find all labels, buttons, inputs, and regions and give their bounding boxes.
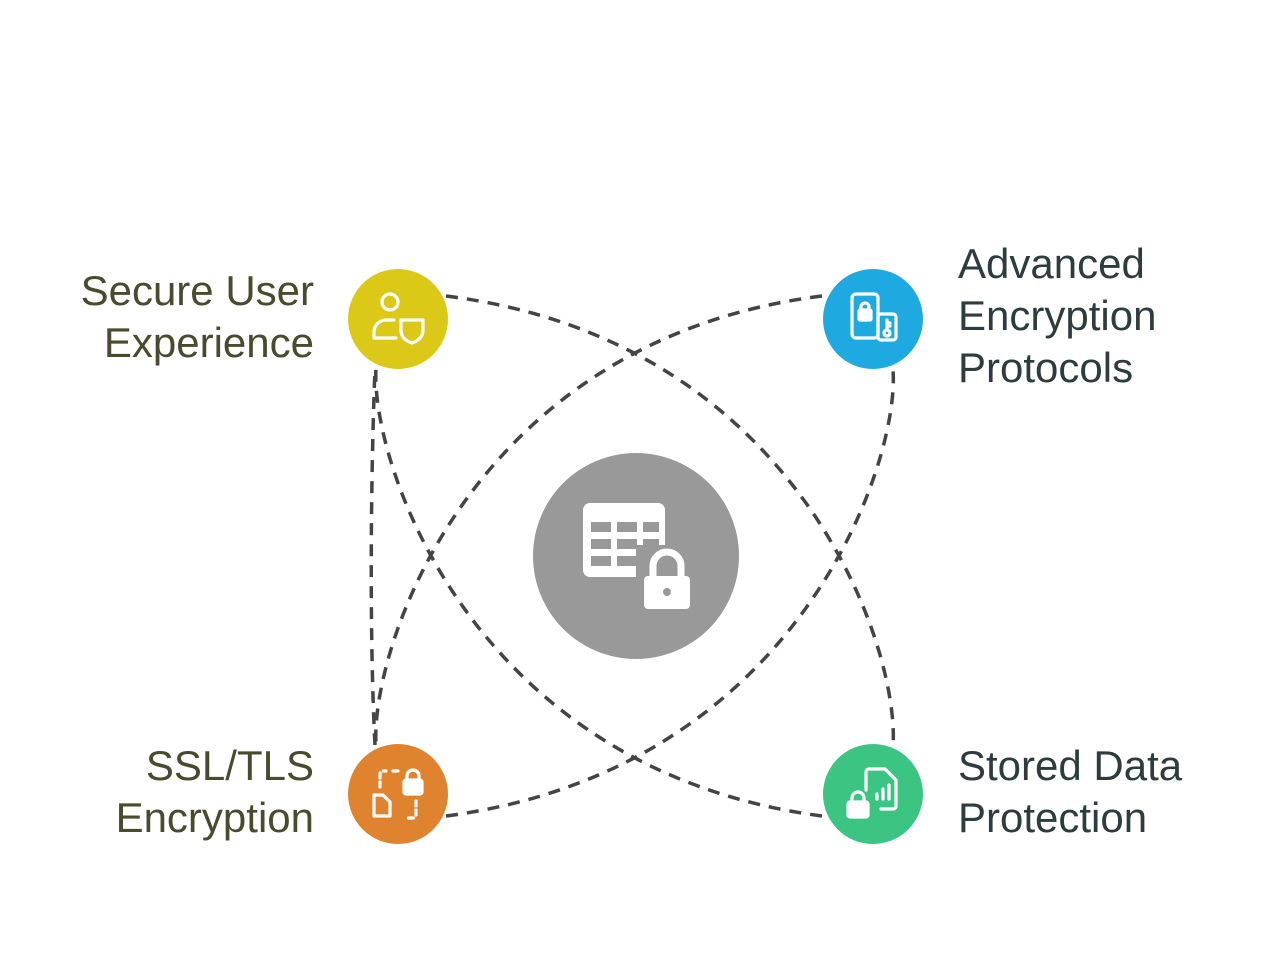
node-secure-user	[348, 269, 448, 369]
advanced-encryption-label-line-2: Encryption	[958, 292, 1157, 339]
advanced-encryption-label-line-3: Protocols	[958, 344, 1134, 391]
connector-secure-to-stored	[445, 294, 896, 747]
stored-data-label-line-1: Stored Data	[958, 742, 1183, 789]
secure-user-circle	[348, 269, 448, 369]
phone-lock-key-icon	[850, 292, 898, 342]
center-node	[533, 453, 739, 659]
connector-ssl-to-advanced	[445, 369, 896, 818]
advanced-encryption-label-line-1: Advanced	[958, 240, 1145, 287]
stored-data-label: Stored Data Protection	[958, 740, 1182, 844]
user-shield-icon	[372, 292, 425, 345]
table-lock-icon	[583, 503, 694, 617]
advanced-encryption-circle	[823, 269, 923, 369]
node-ssl-tls	[348, 744, 448, 844]
ssl-tls-label: SSL/TLS Encryption	[116, 740, 314, 844]
node-advanced-encryption	[823, 269, 923, 369]
ssl-tls-label-line-1: SSL/TLS	[145, 742, 314, 789]
connector-stored-to-secure-loop	[374, 367, 823, 818]
connectors	[369, 294, 896, 818]
node-stored-data	[823, 744, 923, 844]
stored-data-circle	[823, 744, 923, 844]
connector-advanced-to-center-loop	[374, 294, 823, 746]
document-transfer-lock-icon	[372, 768, 424, 820]
document-chart-lock-icon	[846, 767, 898, 819]
ssl-tls-circle	[348, 744, 448, 844]
advanced-encryption-label: Advanced Encryption Protocols	[958, 238, 1156, 394]
stored-data-label-line-2: Protection	[958, 794, 1148, 841]
connector-ssl-to-secure	[369, 367, 377, 746]
ssl-tls-label-line-2: Encryption	[115, 794, 314, 841]
secure-user-label: Secure User Experience	[81, 265, 314, 369]
secure-user-label-line-2: Experience	[103, 319, 314, 366]
secure-user-label-line-1: Secure User	[80, 267, 314, 314]
